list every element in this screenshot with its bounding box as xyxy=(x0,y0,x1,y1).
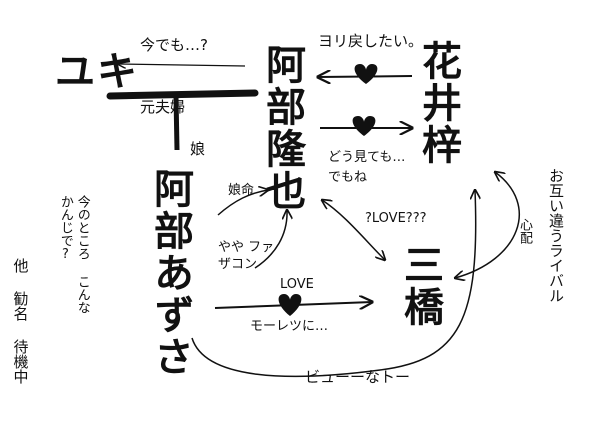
arrow-byuuu xyxy=(191,190,476,378)
label-jealous: やや ファザコン xyxy=(218,240,275,272)
label-mooretsu: モーレツに… xyxy=(250,319,329,334)
node-abe-ryuya: 阿部隆也 xyxy=(259,44,305,212)
arrow-love-question xyxy=(322,200,385,260)
label-byuuu: ビューーなトー xyxy=(305,368,411,386)
heart-icon xyxy=(352,116,376,136)
node-abe-azusa: 阿部あずさ xyxy=(147,168,193,378)
daughter-line xyxy=(173,95,180,151)
label-yuki-question: 今でも…? xyxy=(140,36,208,54)
marriage-line xyxy=(106,89,259,100)
heart-icon xyxy=(278,294,302,316)
node-hanai-azusa: 花井梓 xyxy=(415,40,461,166)
label-mutual-rivals: お互い違うライバル xyxy=(547,168,565,303)
node-yuki: ユキ xyxy=(55,49,139,95)
note-current: 今のところ こんなかんじで? xyxy=(57,195,90,314)
label-favorite-daughter: 娘命 xyxy=(228,183,255,198)
label-whatever: どう見ても…でもね xyxy=(328,150,406,185)
heart-icon xyxy=(354,64,378,84)
label-ex-couple: 元夫婦 xyxy=(140,98,186,116)
node-mihashi: 三橋 xyxy=(397,244,443,328)
note-others: 他 勧名 待機中 xyxy=(11,258,30,384)
arrow-question xyxy=(118,64,246,66)
label-worried: 心配 xyxy=(517,218,532,244)
label-want-back: ヨリ戻したい。 xyxy=(318,32,424,50)
arrow-favorite xyxy=(217,190,268,216)
arrow-fazakon xyxy=(254,210,287,269)
arrow-rivals xyxy=(455,172,521,278)
label-daughter: 娘 xyxy=(190,140,206,158)
label-love-question: ?LOVE??? xyxy=(365,211,427,226)
label-love: LOVE xyxy=(280,277,314,292)
